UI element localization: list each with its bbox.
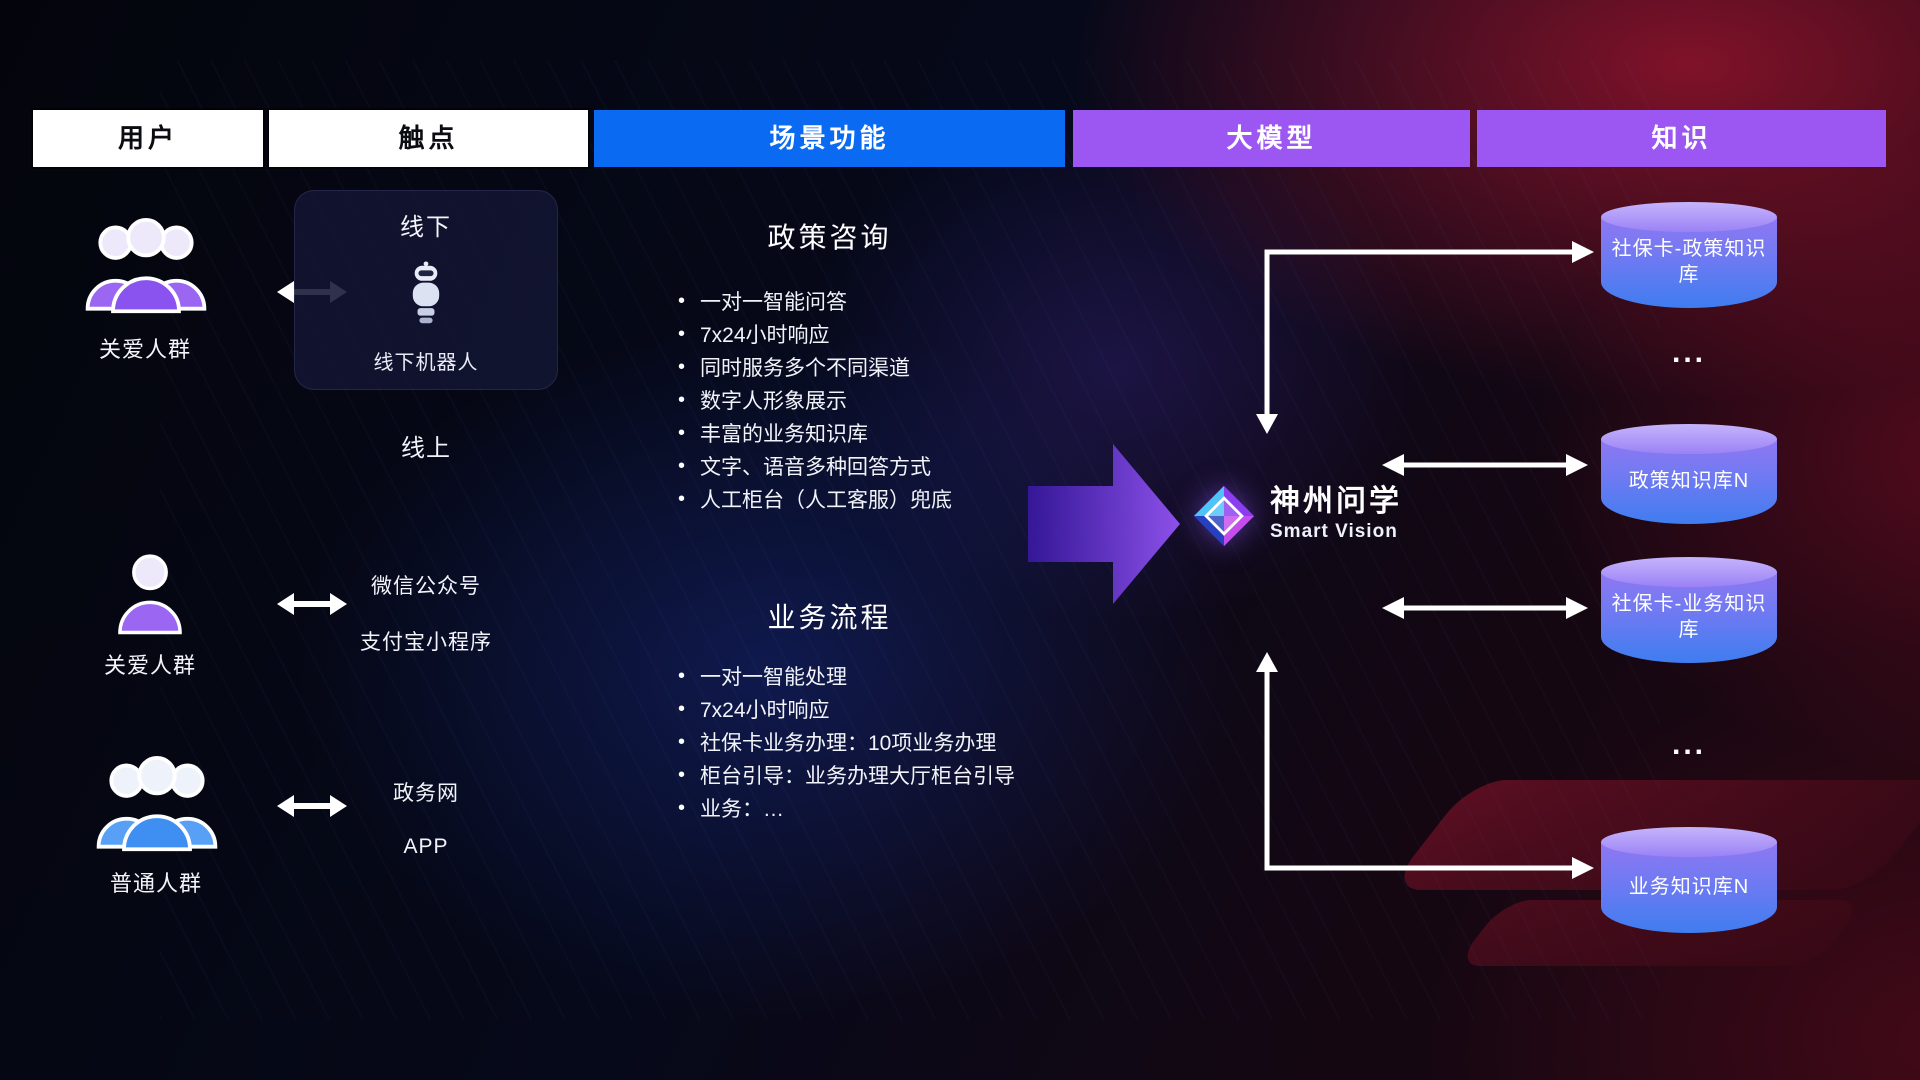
scenario-title-business: 业务流程 bbox=[767, 602, 892, 633]
robot-icon bbox=[412, 261, 440, 324]
bidirectional-arrow-icon bbox=[277, 795, 347, 817]
list-item: 社保卡业务办理：10项业务办理 bbox=[676, 732, 1015, 755]
cylinder-top bbox=[1601, 557, 1777, 587]
scenario-business-list: 一对一智能处理 7x24小时响应 社保卡业务办理：10项业务办理 柜台引导：业务… bbox=[676, 666, 1015, 821]
user-label: 关爱人群 bbox=[98, 337, 191, 362]
list-item: 丰富的业务知识库 bbox=[676, 423, 952, 446]
knowledge-db-policy-n: 政策知识库N bbox=[1601, 424, 1777, 524]
user-group-blue-icon bbox=[96, 755, 218, 852]
cylinder-top bbox=[1601, 827, 1777, 857]
touchpoint-app: APP bbox=[403, 835, 449, 858]
model-block: 神州问学 Smart Vision bbox=[1192, 484, 1402, 548]
column-header-scenarios: 场景功能 bbox=[594, 110, 1065, 167]
knowledge-db-business-shebao: 社保卡-业务知识库 bbox=[1601, 557, 1777, 663]
offline-touchpoint-card: 线下 线下机器人 bbox=[294, 190, 558, 390]
offline-robot-label: 线下机器人 bbox=[373, 352, 479, 374]
scenario-title-policy: 政策咨询 bbox=[767, 222, 892, 253]
cylinder-body bbox=[1601, 572, 1777, 663]
list-item: 柜台引导：业务办理大厅柜台引导 bbox=[676, 765, 1015, 788]
knowledge-db-label: 社保卡-业务知识库 bbox=[1611, 593, 1767, 641]
knowledge-db-label: 业务知识库N bbox=[1628, 876, 1750, 898]
user-label: 关爱人群 bbox=[103, 653, 196, 678]
list-item: 一对一智能处理 bbox=[676, 666, 1015, 689]
flow-arrow-icon bbox=[1028, 444, 1180, 604]
smart-vision-logo-icon bbox=[1193, 485, 1255, 547]
knowledge-db-label: 政策知识库N bbox=[1628, 470, 1750, 492]
knowledge-db-label: 社保卡-政策知识库 bbox=[1611, 238, 1767, 286]
bidirectional-arrow-icon bbox=[277, 593, 347, 615]
offline-title: 线下 bbox=[400, 214, 452, 241]
knowledge-db-policy-shebao: 社保卡-政策知识库 bbox=[1601, 202, 1777, 308]
list-item: 数字人形象展示 bbox=[676, 390, 952, 413]
list-item: 一对一智能问答 bbox=[676, 291, 952, 314]
ellipsis-dots: ... bbox=[1671, 728, 1706, 761]
robot-wrap bbox=[404, 242, 448, 346]
user-single-purple-icon bbox=[118, 554, 182, 635]
knowledge-db-business-n: 业务知识库N bbox=[1601, 827, 1777, 933]
column-header-touchpoints: 触点 bbox=[269, 110, 588, 167]
list-item: 文字、语音多种回答方式 bbox=[676, 456, 952, 479]
list-item: 人工柜台（人工客服）兜底 bbox=[676, 489, 952, 512]
cylinder-body bbox=[1601, 842, 1777, 933]
list-item: 业务：… bbox=[676, 798, 1015, 821]
user-group-purple-icon bbox=[85, 217, 207, 314]
model-name-block: 神州问学 Smart Vision bbox=[1270, 484, 1402, 548]
model-subtitle: Smart Vision bbox=[1270, 521, 1398, 542]
scenario-policy-list: 一对一智能问答 7x24小时响应 同时服务多个不同渠道 数字人形象展示 丰富的业… bbox=[676, 291, 952, 512]
list-item: 7x24小时响应 bbox=[676, 699, 1015, 722]
column-header-knowledge: 知识 bbox=[1477, 110, 1886, 167]
list-item: 7x24小时响应 bbox=[676, 324, 952, 347]
list-item: 同时服务多个不同渠道 bbox=[676, 357, 952, 380]
cylinder-body bbox=[1601, 217, 1777, 308]
model-name: 神州问学 bbox=[1270, 485, 1402, 518]
touchpoint-alipay: 支付宝小程序 bbox=[360, 631, 492, 654]
touchpoint-online-title: 线上 bbox=[401, 435, 451, 462]
ellipsis-dots: ... bbox=[1671, 336, 1706, 369]
cylinder-top bbox=[1601, 202, 1777, 232]
user-label: 普通人群 bbox=[109, 871, 202, 896]
touchpoint-gov-web: 政务网 bbox=[393, 782, 459, 805]
column-header-model: 大模型 bbox=[1073, 110, 1470, 167]
touchpoint-wechat: 微信公众号 bbox=[371, 575, 481, 598]
cylinder-top bbox=[1601, 424, 1777, 454]
column-header-users: 用户 bbox=[33, 110, 263, 167]
